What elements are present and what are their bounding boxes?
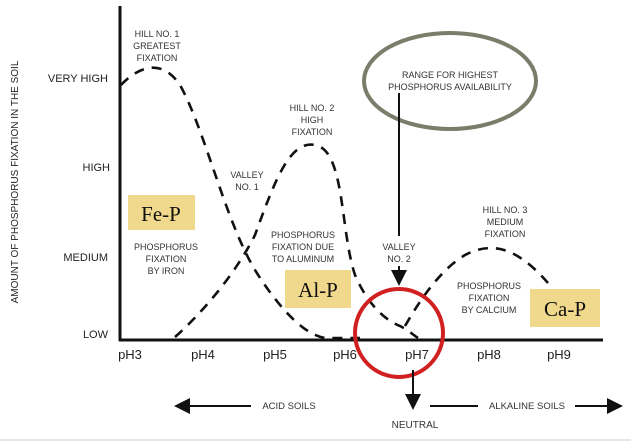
ca-p-box [530, 289, 600, 327]
fe-p-label: Fe-P [141, 202, 181, 226]
svg-text:NO. 1: NO. 1 [235, 182, 259, 192]
tick-ph3: pH3 [118, 347, 142, 362]
range-label-line1: RANGE FOR HIGHEST [402, 70, 499, 80]
optimal-ph-circle [353, 287, 445, 379]
neutral-label: NEUTRAL [392, 420, 439, 431]
iron-description: PHOSPHORUS FIXATION BY IRON [134, 242, 198, 276]
svg-text:FIXATION: FIXATION [485, 229, 526, 239]
svg-text:HILL NO. 1: HILL NO. 1 [135, 29, 180, 39]
svg-text:HILL NO. 2: HILL NO. 2 [290, 103, 335, 113]
svg-text:FIXATION: FIXATION [137, 53, 178, 63]
level-very-high: VERY HIGH [48, 73, 108, 85]
svg-text:GREATEST: GREATEST [133, 41, 181, 51]
svg-text:FIXATION: FIXATION [292, 127, 333, 137]
hill-2-label: HILL NO. 2 HIGH FIXATION [290, 103, 335, 137]
aluminum-description: PHOSPHORUS FIXATION DUE TO ALUMINUM [271, 230, 335, 264]
svg-text:HIGH: HIGH [301, 115, 324, 125]
valley-1-label: VALLEY NO. 1 [230, 170, 263, 192]
svg-text:TO ALUMINUM: TO ALUMINUM [272, 254, 334, 264]
svg-text:FIXATION: FIXATION [146, 254, 187, 264]
iron-fixation-curve [120, 66, 360, 340]
svg-text:HILL NO. 3: HILL NO. 3 [483, 205, 528, 215]
svg-text:BY CALCIUM: BY CALCIUM [462, 305, 517, 315]
aluminum-fixation-curve [174, 143, 419, 340]
level-low: LOW [83, 329, 109, 341]
svg-text:BY IRON: BY IRON [148, 266, 185, 276]
level-medium: MEDIUM [63, 252, 108, 264]
calcium-description: PHOSPHORUS FIXATION BY CALCIUM [457, 281, 521, 315]
tick-ph4: pH4 [191, 347, 215, 362]
level-high: HIGH [83, 162, 111, 174]
alkaline-soils-label: ALKALINE SOILS [489, 401, 565, 412]
al-p-label: Al-P [298, 278, 338, 302]
svg-text:FIXATION: FIXATION [469, 293, 510, 303]
svg-text:PHOSPHORUS: PHOSPHORUS [457, 281, 521, 291]
svg-text:VALLEY: VALLEY [230, 170, 263, 180]
hill-3-label: HILL NO. 3 MEDIUM FIXATION [483, 205, 528, 239]
availability-range-ellipse [362, 31, 538, 131]
calcium-fixation-curve [403, 246, 549, 327]
ca-p-label: Ca-P [544, 297, 586, 321]
tick-ph7: pH7 [405, 347, 429, 362]
tick-ph6: pH6 [333, 347, 357, 362]
svg-text:VALLEY: VALLEY [382, 242, 415, 252]
y-axis-title: AMOUNT OF PHOSPHORUS FIXATION IN THE SOI… [10, 60, 21, 303]
svg-text:NO. 2: NO. 2 [387, 254, 411, 264]
svg-text:MEDIUM: MEDIUM [487, 217, 524, 227]
valley-2-label: VALLEY NO. 2 [382, 242, 415, 264]
range-label-line2: PHOSPHORUS AVAILABILITY [388, 82, 512, 92]
acid-soils-label: ACID SOILS [262, 401, 315, 412]
tick-ph9: pH9 [547, 347, 571, 362]
hill-1-label: HILL NO. 1 GREATEST FIXATION [133, 29, 181, 63]
svg-text:PHOSPHORUS: PHOSPHORUS [271, 230, 335, 240]
svg-text:PHOSPHORUS: PHOSPHORUS [134, 242, 198, 252]
tick-ph5: pH5 [263, 347, 287, 362]
al-p-box [285, 270, 351, 308]
svg-text:FIXATION DUE: FIXATION DUE [272, 242, 334, 252]
fe-p-box [128, 195, 195, 230]
tick-ph8: pH8 [477, 347, 501, 362]
